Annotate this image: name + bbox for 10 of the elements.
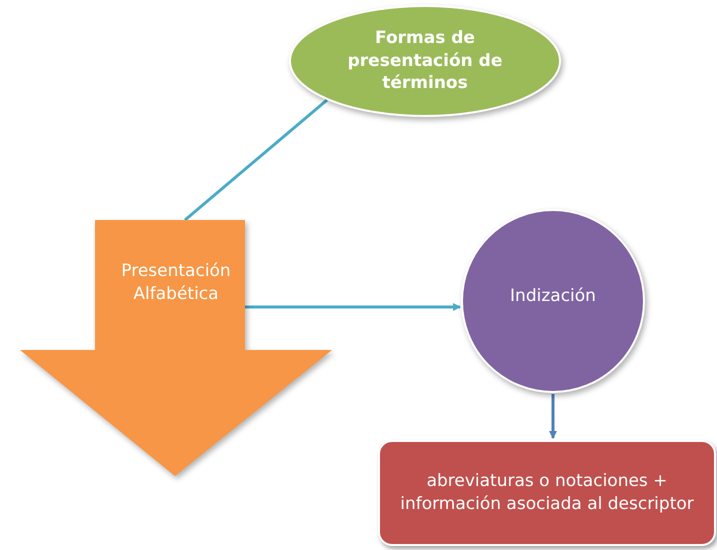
node-label: abreviaturas o notaciones + información asociada al descriptor <box>399 470 695 516</box>
ellipse-node <box>288 4 562 118</box>
node-label: Presentación Alfabética <box>120 260 232 306</box>
process-box <box>378 440 716 546</box>
down-arrow-shape <box>20 220 332 476</box>
connector-arrow <box>245 303 461 311</box>
circle-node <box>460 208 646 394</box>
node-label: Indización <box>509 284 597 308</box>
connector-arrow <box>549 394 557 439</box>
node-label: Formas de presentación de términos <box>346 26 504 96</box>
